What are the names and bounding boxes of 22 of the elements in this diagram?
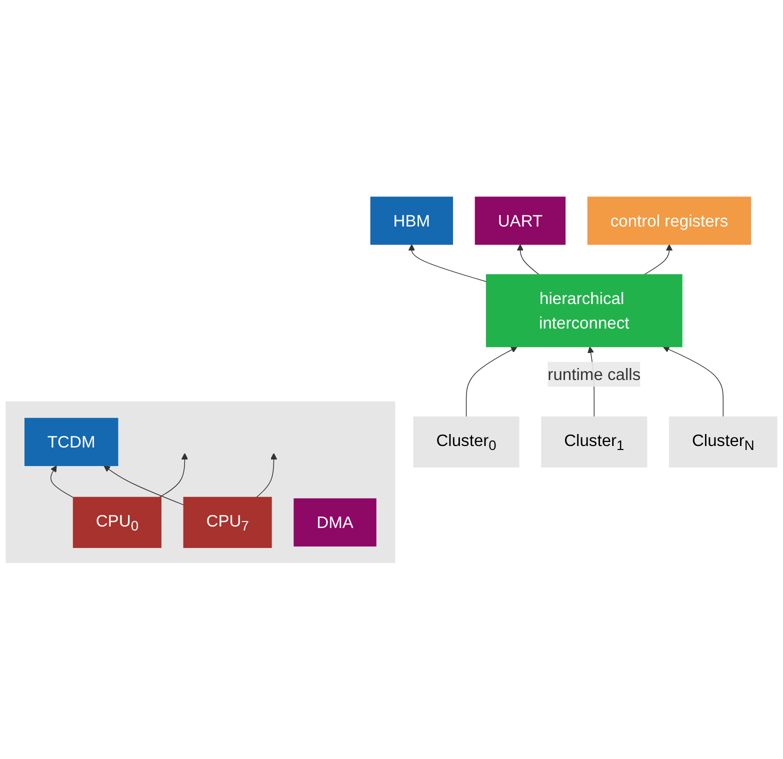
arrow bbox=[104, 465, 184, 505]
node-box: HBM bbox=[370, 196, 454, 244]
arrow bbox=[516, 244, 540, 275]
node-box: Cluster$_{0}$ bbox=[413, 416, 520, 468]
node-box: TCDM bbox=[24, 418, 118, 466]
cluster bbox=[6, 401, 396, 563]
arrow bbox=[408, 244, 487, 282]
node-box: UART bbox=[474, 196, 566, 244]
arrow bbox=[644, 244, 673, 275]
node-box: CPU$_{7}$ bbox=[183, 496, 272, 548]
arrow bbox=[50, 465, 74, 498]
arrow bbox=[256, 452, 278, 498]
node-box: control registers bbox=[587, 196, 752, 244]
node-box: Cluster$_{N}$ bbox=[669, 416, 778, 468]
node-box: hierarchical interconnect bbox=[486, 274, 682, 347]
arrow bbox=[662, 346, 724, 417]
node-box: CPU$_{0}$ bbox=[72, 496, 162, 548]
node-box: DMA bbox=[294, 498, 376, 546]
node-box: Cluster$_{1}$ bbox=[541, 416, 648, 468]
arrow bbox=[159, 452, 188, 498]
edge-label: runtime calls bbox=[548, 364, 641, 384]
arrow bbox=[466, 346, 518, 417]
